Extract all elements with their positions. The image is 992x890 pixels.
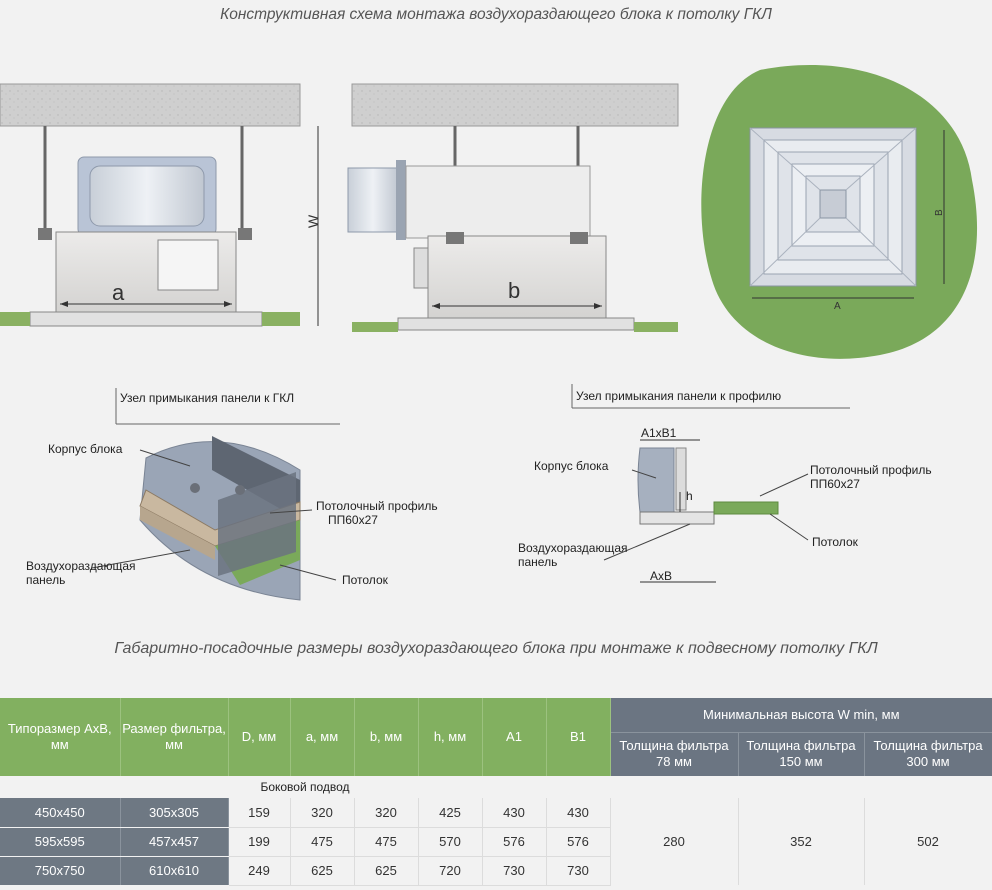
cell-size: 750х750 (0, 856, 121, 886)
section-side-inlet: Боковой подвод (0, 776, 610, 798)
cell-h: 425 (418, 798, 483, 828)
cell-wmin-f78: 280 (610, 798, 739, 885)
diagram-title: Конструктивная схема монтажа воздухоразд… (220, 6, 772, 23)
cell-size: 595х595 (0, 827, 121, 857)
cell-d: 249 (228, 856, 291, 886)
header-size: Типоразмер АхВ, мм (0, 698, 121, 776)
label-a1b1: A1xB1 (641, 426, 677, 440)
label-h: h (686, 489, 693, 503)
side-duct (347, 167, 399, 233)
front-view: a W (0, 83, 321, 327)
label-ceiling: Потолок (342, 573, 389, 587)
cell-filter: 610х610 (120, 856, 229, 886)
ceiling-board (634, 322, 678, 332)
cell-filter: 305х305 (120, 798, 229, 828)
dimension-b-label: b (508, 278, 520, 303)
cell-b: 475 (354, 827, 419, 857)
cell-h: 720 (418, 856, 483, 886)
cell-wmin-f300: 502 (864, 798, 992, 885)
table-row: 450х450 305х305 159 320 320 425 430 430 … (0, 798, 992, 885)
header-b: b, мм (354, 698, 419, 776)
cell-a: 475 (290, 827, 355, 857)
label-ceiling-r: Потолок (812, 535, 859, 549)
header-wmin: Минимальная высота W min, мм (610, 698, 992, 733)
ceiling-board (262, 312, 300, 326)
dimension-B-label: B (934, 209, 945, 216)
label-panel-r-1: Воздухораздающая (518, 541, 628, 555)
dimension-w-label: W (305, 214, 321, 228)
label-panel-r-2: панель (518, 555, 557, 569)
cell-d: 159 (228, 798, 291, 828)
table-row: 750х750 610х610 249 625 625 720 730 730 (0, 856, 992, 886)
header-f300: Толщина фильтра 300 мм (864, 732, 992, 776)
detail-left: Узел примыкания панели к ГКЛ Корпус блок… (26, 388, 438, 601)
table-row: 595х595 457х457 199 475 475 570 576 576 (0, 827, 992, 857)
header-f78: Толщина фильтра 78 мм (610, 732, 739, 776)
label-housing-r: Корпус блока (534, 459, 609, 473)
concrete-slab (0, 83, 301, 127)
side-view: b (347, 83, 679, 332)
dimension-A-label: A (834, 301, 841, 312)
detail-right: Узел примыкания панели к профилю A1xB1 h… (518, 384, 932, 583)
cell-a: 320 (290, 798, 355, 828)
installation-diagram: a W b A B (0, 64, 978, 601)
air-panel (397, 317, 635, 331)
detail-left-title: Узел примыкания панели к ГКЛ (120, 391, 294, 405)
cell-a1: 576 (482, 827, 547, 857)
header-h: h, мм (418, 698, 483, 776)
cell-b1: 576 (546, 827, 611, 857)
cell-d: 199 (228, 827, 291, 857)
dimension-a-label: a (112, 280, 125, 305)
header-f150: Толщина фильтра 150 мм (738, 732, 865, 776)
cell-filter: 457х457 (120, 827, 229, 857)
ceiling-board (0, 312, 30, 326)
cell-b: 625 (354, 856, 419, 886)
cell-h: 570 (418, 827, 483, 857)
label-axb: AxB (650, 569, 672, 583)
label-profile-r-2: ПП60х27 (810, 477, 860, 491)
label-profile-r-1: Потолочный профиль (810, 463, 932, 477)
cell-b: 320 (354, 798, 419, 828)
ceiling-board (352, 322, 398, 332)
detail-right-title: Узел примыкания панели к профилю (576, 389, 781, 403)
header-a: a, мм (290, 698, 355, 776)
header-b1: B1 (546, 698, 611, 776)
cell-a1: 730 (482, 856, 547, 886)
concrete-slab (351, 83, 679, 127)
label-profile-1: Потолочный профиль (316, 499, 438, 513)
cell-wmin-f150: 352 (738, 798, 865, 885)
top-view: A B (701, 64, 978, 359)
cell-b1: 730 (546, 856, 611, 886)
label-panel-2: панель (26, 573, 65, 587)
unit-housing (427, 235, 607, 319)
dimensions-table: Типоразмер АхВ, мм Размер фильтра, мм D,… (0, 698, 992, 886)
label-panel-1: Воздухораздающая (26, 559, 136, 573)
header-filter: Размер фильтра, мм (120, 698, 229, 776)
label-profile-2: ПП60х27 (328, 513, 378, 527)
air-panel (29, 311, 263, 327)
table-title: Габаритно-посадочные размеры воздухоразд… (114, 640, 878, 657)
cell-a1: 430 (482, 798, 547, 828)
label-housing: Корпус блока (48, 442, 123, 456)
cell-b1: 430 (546, 798, 611, 828)
cell-size: 450х450 (0, 798, 121, 828)
cell-a: 625 (290, 856, 355, 886)
header-d: D, мм (228, 698, 291, 776)
header-a1: A1 (482, 698, 547, 776)
